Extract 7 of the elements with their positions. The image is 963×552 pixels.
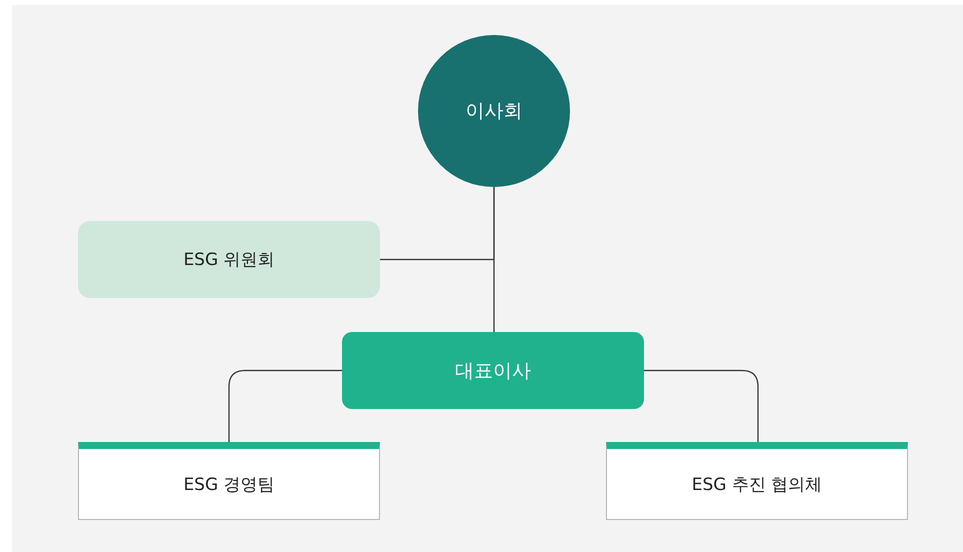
connector-line xyxy=(644,370,759,442)
team-box: ESG 경영팀 xyxy=(78,442,380,520)
connector-line xyxy=(493,187,495,332)
committee-box: ESG 위원회 xyxy=(78,221,380,298)
council-box: ESG 추진 협의체 xyxy=(606,442,908,520)
ceo-box: 대표이사 xyxy=(342,332,644,409)
connector-line xyxy=(228,370,342,442)
